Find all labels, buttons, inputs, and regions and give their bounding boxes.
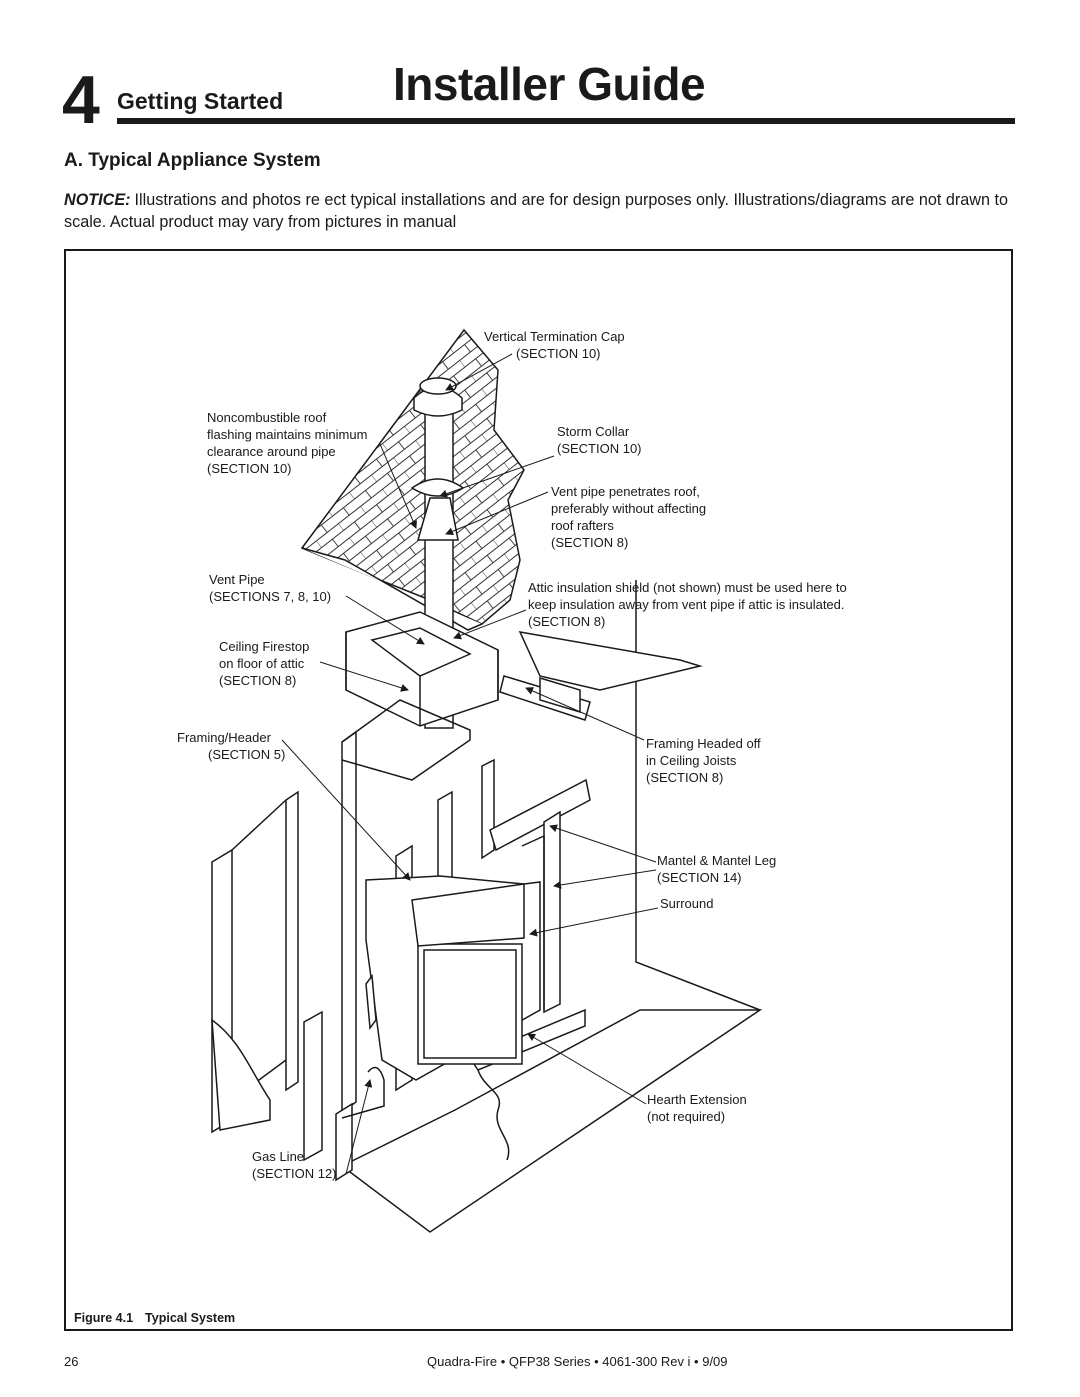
- framing-stud: [437, 790, 453, 890]
- label-hearth-extension: Hearth Extension (not required): [647, 1092, 747, 1124]
- label-attic-shield: Attic insulation shield (not shown) must…: [528, 580, 847, 629]
- leader-joists: [525, 687, 645, 741]
- framing-stud: [335, 1102, 353, 1182]
- leader-firestop: [319, 661, 409, 692]
- label-framing-header: Framing/Header (SECTION 5): [177, 730, 286, 762]
- wall-break: [211, 1018, 271, 1131]
- page-number: 26: [64, 1354, 79, 1369]
- framing-stud: [303, 1010, 323, 1162]
- framing-header: [341, 699, 471, 781]
- fireplace-top: [411, 883, 525, 947]
- notice-text: Illustrations and photos re ect typical …: [64, 191, 1008, 231]
- mantel-shelf: [489, 778, 591, 852]
- framing-stud: [341, 730, 357, 1114]
- header-rule: [117, 118, 1015, 124]
- label-vent-penetrates: Vent pipe penetrates roof, preferably wi…: [551, 484, 707, 550]
- leader-ventpipe: [345, 595, 425, 645]
- leader-storm: [439, 455, 555, 498]
- footer-text: Quadra-Fire • QFP38 Series • 4061-300 Re…: [427, 1354, 728, 1369]
- label-framing-joists: Framing Headed off in Ceiling Joists (SE…: [646, 736, 761, 785]
- mantel-leg: [543, 810, 561, 1014]
- leader-hearth: [527, 1033, 647, 1105]
- leader-surround: [529, 907, 659, 937]
- figure-caption: Figure 4.1 Typical System: [74, 1311, 235, 1325]
- leader-mantel-leg: [553, 869, 657, 889]
- label-gas-line: Gas Line (SECTION 12): [252, 1149, 337, 1181]
- back-wall-line: [635, 580, 761, 1011]
- leader-header: [281, 739, 411, 881]
- section-name: Getting Started: [117, 88, 284, 114]
- roof-shingles: [300, 328, 525, 625]
- notice-paragraph: NOTICE:Illustrations and photos re ect t…: [64, 189, 1024, 233]
- leader-cap: [445, 353, 513, 391]
- label-vent-pipe: Vent Pipe (SECTIONS 7, 8, 10): [209, 572, 332, 604]
- document-title: Installer Guide: [393, 58, 706, 110]
- subheading: A. Typical Appliance System: [64, 150, 321, 171]
- label-surround: Surround: [660, 896, 714, 911]
- label-vertical-termination-cap: Vertical Termination Cap (SECTION 10): [484, 329, 625, 361]
- label-mantel: Mantel & Mantel Leg (SECTION 14): [657, 853, 777, 885]
- carpet-break: [477, 1069, 510, 1161]
- figure-title: Typical System: [145, 1311, 236, 1325]
- figure-frame: [64, 249, 1013, 1331]
- figure-number: Figure 4.1: [74, 1311, 134, 1325]
- leader-gas: [345, 1079, 373, 1175]
- framing-stud: [285, 790, 299, 1092]
- gas-line: [341, 1066, 385, 1119]
- notice-label: NOTICE:: [64, 191, 131, 209]
- leader-penetrates: [445, 491, 549, 536]
- framing-stud: [481, 758, 495, 860]
- ceiling-joist: [518, 631, 703, 691]
- surround-edge: [521, 834, 545, 1010]
- leader-flashing: [379, 443, 417, 529]
- floor-outline: [340, 1009, 763, 1233]
- label-storm-collar: Storm Collar (SECTION 10): [557, 424, 642, 456]
- label-ceiling-firestop: Ceiling Firestop on floor of attic (SECT…: [219, 639, 310, 688]
- leader-attic: [453, 609, 527, 640]
- leader-mantel: [549, 824, 657, 863]
- section-number: 4: [62, 62, 100, 138]
- label-roof-flashing: Noncombustible roof flashing maintains m…: [207, 410, 368, 476]
